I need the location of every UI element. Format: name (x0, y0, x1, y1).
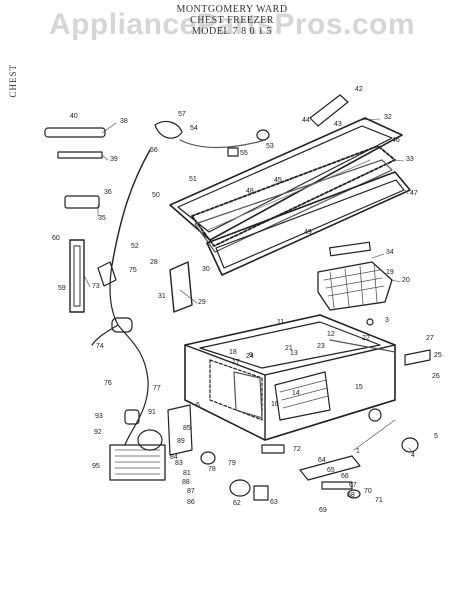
cabinet (184, 314, 396, 454)
callout-4: 4 (411, 452, 415, 459)
callout-88: 88 (182, 479, 190, 486)
callout-29: 29 (198, 299, 206, 306)
callout-35: 35 (98, 215, 106, 222)
callout-86: 86 (187, 499, 195, 506)
callout-24: 24 (246, 353, 254, 360)
callout-38: 38 (120, 118, 128, 125)
callout-74: 74 (96, 343, 104, 350)
callout-57: 57 (178, 111, 186, 118)
callout-89: 89 (177, 438, 185, 445)
callout-30: 30 (202, 266, 210, 273)
callout-13: 13 (290, 350, 298, 357)
callout-73: 73 (92, 283, 100, 290)
callout-55: 55 (240, 150, 248, 157)
callout-17: 17 (232, 359, 240, 366)
watermark: AppliancePartsPros.com (48, 8, 416, 41)
callout-59: 59 (58, 285, 66, 292)
callout-83: 83 (175, 460, 183, 467)
callout-44: 44 (302, 117, 310, 124)
callout-39: 39 (110, 156, 118, 163)
callout-14: 14 (292, 390, 300, 397)
compressor-section (109, 404, 269, 501)
callout-62: 62 (233, 500, 241, 507)
callout-79: 79 (228, 460, 236, 467)
brand-title: MONTGOMERY WARD (176, 4, 288, 15)
lid-assembly (169, 117, 411, 276)
leader-lines (83, 118, 413, 453)
callout-47: 47 (410, 190, 418, 197)
callout-22: 22 (362, 335, 370, 342)
callout-43: 43 (334, 121, 342, 128)
callout-15: 15 (355, 384, 363, 391)
callout-50: 50 (152, 192, 160, 199)
callout-26: 26 (432, 373, 440, 380)
callout-16: 16 (271, 401, 279, 408)
callout-3: 3 (385, 317, 389, 324)
lid-hardware (44, 94, 349, 209)
callout-63: 63 (270, 499, 278, 506)
callout-56: 56 (150, 147, 158, 154)
callout-85: 85 (183, 425, 191, 432)
callout-33: 33 (406, 156, 414, 163)
wiring-harness (69, 149, 193, 446)
callout-67: 67 (349, 482, 357, 489)
callout-84: 84 (170, 454, 178, 461)
callout-19: 19 (386, 269, 394, 276)
callout-36: 36 (104, 189, 112, 196)
side-label: CHEST (8, 64, 18, 98)
wire-basket (317, 241, 393, 311)
callout-34: 34 (386, 249, 394, 256)
callout-42: 42 (355, 86, 363, 93)
callout-28: 28 (150, 259, 158, 266)
callout-72: 72 (293, 446, 301, 453)
callout-20: 20 (402, 277, 410, 284)
callout-93: 93 (95, 413, 103, 420)
callout-32: 32 (384, 114, 392, 121)
callout-40: 40 (70, 113, 78, 120)
callout-71: 71 (375, 497, 383, 504)
callout-92: 92 (94, 429, 102, 436)
callout-78: 78 (208, 466, 216, 473)
product-title: CHEST FREEZER (190, 15, 274, 26)
callout-11: 11 (277, 319, 284, 326)
callout-51: 51 (189, 176, 197, 183)
callout-68: 68 (347, 492, 355, 499)
callout-49: 49 (304, 229, 312, 236)
callout-21: 21 (285, 345, 293, 352)
callout-53: 53 (266, 143, 274, 150)
callout-54: 54 (190, 125, 198, 132)
callout-6: 6 (196, 402, 200, 409)
callout-64: 64 (318, 457, 326, 464)
callout-18: 18 (229, 349, 237, 356)
callout-27: 27 (426, 335, 434, 342)
callout-77: 77 (153, 385, 161, 392)
model-title: MODEL 7 8 0 1 5 (191, 26, 273, 37)
callout-48: 48 (246, 188, 254, 195)
callout-65: 65 (327, 467, 335, 474)
drain-parts (299, 318, 431, 499)
callout-25: 25 (434, 352, 442, 359)
callout-23: 23 (317, 343, 325, 350)
callout-75: 75 (129, 267, 137, 274)
callout-70: 70 (364, 488, 372, 495)
callout-60: 60 (52, 235, 60, 242)
callout-52: 52 (131, 243, 139, 250)
callout-12: 12 (327, 331, 335, 338)
callout-31: 31 (158, 293, 166, 300)
callout-45: 45 (274, 177, 282, 184)
callout-69: 69 (319, 507, 327, 514)
callout-76: 76 (104, 380, 112, 387)
callout-66: 66 (341, 473, 349, 480)
callout-95: 95 (92, 463, 100, 470)
callout-81: 81 (183, 470, 191, 477)
callout-46: 46 (392, 137, 400, 144)
callout-1: 1 (356, 448, 360, 455)
callout-5: 5 (434, 433, 438, 440)
callout-91: 91 (148, 409, 156, 416)
callout-87: 87 (187, 488, 195, 495)
callout-9: 9 (249, 352, 253, 359)
